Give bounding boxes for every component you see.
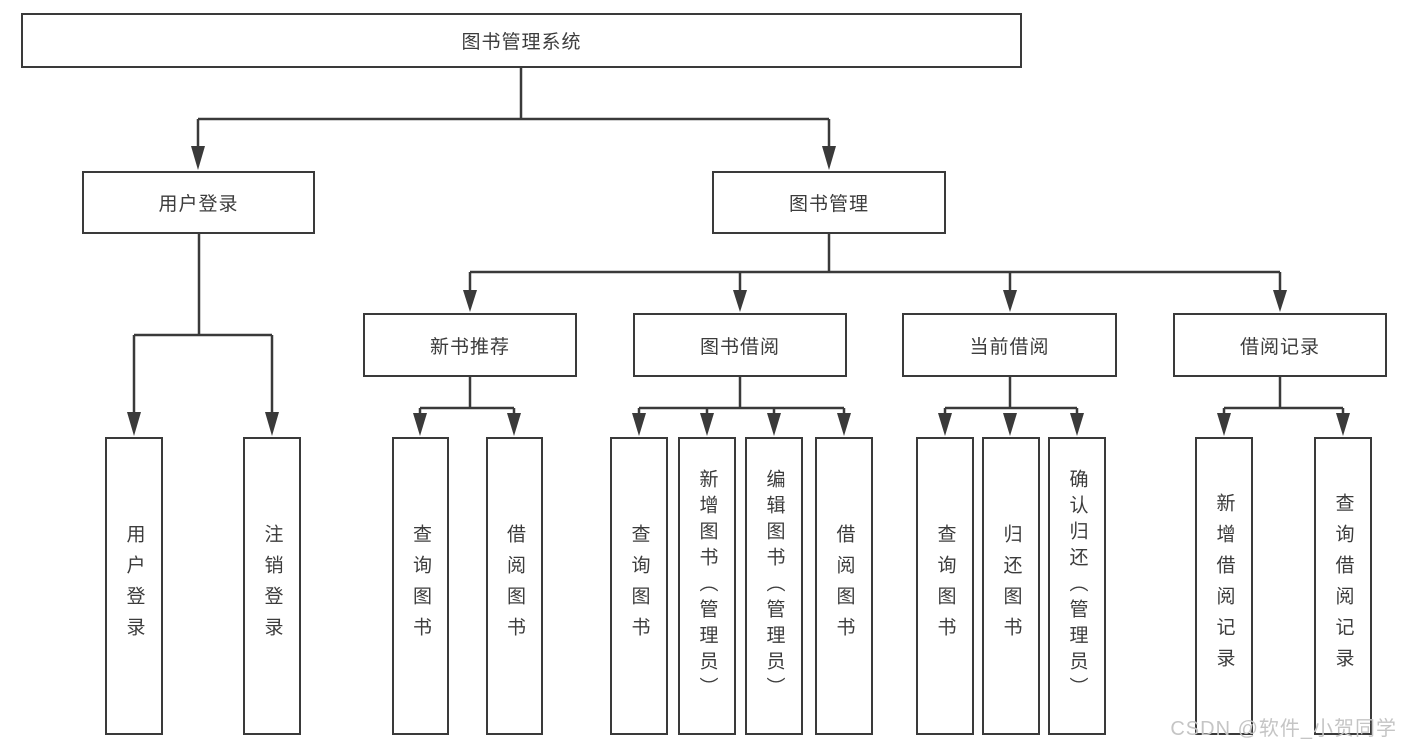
node-leaf-borrow-books-2: 借阅图书 [815,437,873,735]
node-leaf-borrow-books-1: 借阅图书 [486,437,543,735]
node-leaf-add-borrow-record: 新增借阅记录 [1195,437,1253,735]
node-leaf-confirm-return-admin: 确认归还（管理员） [1048,437,1106,735]
node-borrowing-records: 借阅记录 [1173,313,1387,377]
arrow-down-icon [938,413,952,436]
node-current-borrowing: 当前借阅 [902,313,1117,377]
arrow-down-icon [632,413,646,436]
arrow-down-icon [265,412,279,436]
node-leaf-query-borrow-record: 查询借阅记录 [1314,437,1372,735]
arrow-down-icon [1070,413,1084,436]
arrow-down-icon [1217,413,1231,436]
node-leaf-user-login: 用户登录 [105,437,163,735]
arrow-down-icon [767,413,781,436]
node-book-management: 图书管理 [712,171,946,234]
arrow-down-icon [733,290,747,312]
node-new-book-recommend: 新书推荐 [363,313,577,377]
node-leaf-query-books-3: 查询图书 [916,437,974,735]
arrow-down-icon [413,413,427,436]
arrowheads [127,146,1350,436]
csdn-watermark: CSDN @软件_小贺同学 [1170,718,1397,740]
arrow-down-icon [837,413,851,436]
arrow-down-icon [127,412,141,436]
node-leaf-add-books-admin: 新增图书（管理员） [678,437,736,735]
node-root-library-system: 图书管理系统 [21,13,1022,68]
node-user-login: 用户登录 [82,171,315,234]
arrow-down-icon [822,146,836,170]
arrow-down-icon [507,413,521,436]
arrow-down-icon [1273,290,1287,312]
node-leaf-return-books: 归还图书 [982,437,1040,735]
arrow-down-icon [463,290,477,312]
arrow-down-icon [191,146,205,170]
arrow-down-icon [700,413,714,436]
arrow-down-icon [1336,413,1350,436]
node-leaf-edit-books-admin: 编辑图书（管理员） [745,437,803,735]
arrow-down-icon [1003,413,1017,436]
node-leaf-query-books-1: 查询图书 [392,437,449,735]
arrow-down-icon [1003,290,1017,312]
node-book-borrowing: 图书借阅 [633,313,847,377]
node-leaf-query-books-2: 查询图书 [610,437,668,735]
node-leaf-logout: 注销登录 [243,437,301,735]
